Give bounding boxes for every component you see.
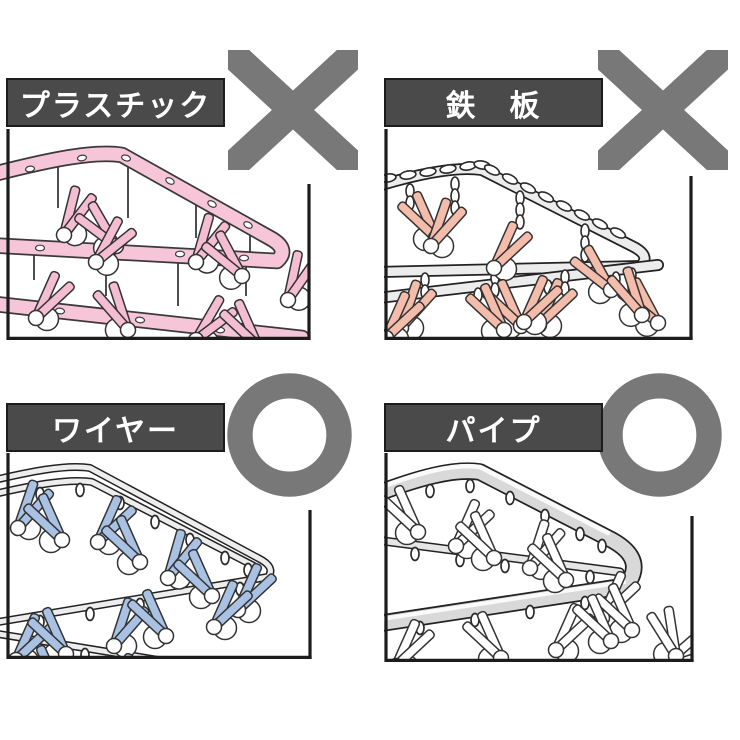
material-label-plastic: プラスチック <box>6 78 225 127</box>
top-chain <box>384 160 627 239</box>
verdict-mark <box>226 372 353 498</box>
panel-iron-plate: 鉄 板 <box>370 0 740 370</box>
verdict-mark <box>228 50 358 170</box>
material-label-text: パイプ <box>445 414 542 448</box>
panel-wire: ワイヤー <box>0 370 370 740</box>
material-label-iron: 鉄 板 <box>384 78 603 127</box>
cross-mark-icon <box>228 50 358 170</box>
circle-mark-icon <box>227 373 352 497</box>
cross-mark-icon <box>598 50 728 170</box>
panel-plastic: プラスチック <box>0 0 370 370</box>
material-label-text: 鉄 板 <box>445 89 542 123</box>
verdict-mark <box>598 50 728 170</box>
circle-mark-icon <box>597 373 722 497</box>
panel-pipe: パイプ <box>370 370 740 740</box>
material-label-text: プラスチック <box>19 89 212 123</box>
material-label-text: ワイヤー <box>51 414 180 448</box>
material-label-pipe: パイプ <box>384 403 603 452</box>
plastic-hanger-illustration <box>0 129 311 340</box>
verdict-mark <box>596 372 723 498</box>
iron-hanger-illustration <box>384 129 693 340</box>
pipe-hanger-illustration <box>384 453 694 662</box>
material-label-wire: ワイヤー <box>6 403 225 452</box>
wire-hanger-illustration <box>0 453 312 659</box>
